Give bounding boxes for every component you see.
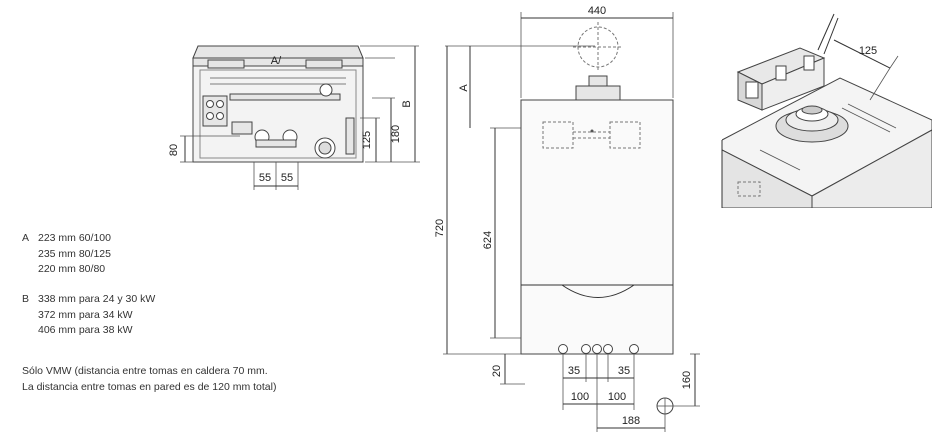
front-view [520, 22, 674, 415]
note-b: B 338 mm para 24 y 30 kW 372 mm para 34 k… [22, 292, 155, 339]
flue-collar [588, 75, 608, 87]
front-dimensions [443, 12, 700, 432]
dim-125-perspective-label: 125 [859, 45, 877, 57]
dim-a-label: A [458, 84, 470, 92]
underside-bracket-left [207, 59, 245, 69]
dim-160-label: 160 [681, 371, 693, 389]
connector-2 [581, 344, 591, 354]
dim-b-label: B [401, 100, 413, 107]
underside-control-block [202, 95, 228, 127]
note-a: A 223 mm 60/100 235 mm 80/125 220 mm 80/8… [22, 231, 111, 278]
note-a-key: A [22, 232, 30, 244]
connector-4 [603, 344, 613, 354]
underside-dimensions [180, 45, 420, 190]
dim-100-right-label: 100 [608, 391, 626, 403]
dim-720-label: 720 [434, 219, 446, 237]
note-b-line-2: 372 mm para 34 kW [38, 308, 133, 321]
note-a-line-3: 220 mm 80/80 [38, 263, 106, 275]
note-a-line-2: 235 mm 80/125 [38, 247, 111, 260]
dim-125-label: 125 [361, 131, 373, 149]
dim-100-left-label: 100 [571, 391, 589, 403]
note-vmw-line-2: La distancia entre tomas en pared es de … [22, 380, 277, 393]
dim-180-label: 180 [390, 125, 402, 143]
dim-55-left-label: 55 [259, 172, 271, 184]
dim-35-right-label: 35 [618, 365, 630, 377]
connector-3 [592, 344, 602, 354]
flue-adapter [575, 85, 621, 101]
connector-5 [629, 344, 639, 354]
underside-a-label: A/ [271, 55, 282, 67]
underside-gas-knob [319, 83, 333, 97]
control-panel-recess [561, 284, 635, 298]
note-b-line-1: 338 mm para 24 y 30 kW [38, 293, 156, 305]
connector-1 [558, 344, 568, 354]
underside-inner-frame [199, 69, 357, 159]
dim-188-label: 188 [622, 415, 640, 427]
dim-440-label: 440 [588, 5, 606, 17]
note-a-line-1: 223 mm 60/100 [38, 232, 111, 244]
note-vmw-line-1: Sólo VMW (distancia entre tomas en calde… [22, 365, 268, 377]
dim-80-label: 80 [168, 144, 180, 156]
bracket-left-hidden [542, 121, 574, 149]
note-b-line-3: 406 mm para 38 kW [38, 324, 133, 336]
note-b-key: B [22, 293, 30, 305]
underside-bracket-right [305, 59, 343, 69]
dim-55-right-label: 55 [281, 172, 293, 184]
note-vmw: Sólo VMW (distancia entre tomas en calde… [22, 364, 276, 395]
dim-624-label: 624 [482, 231, 494, 249]
dim-35-left-label: 35 [568, 365, 580, 377]
dim-20-label: 20 [491, 365, 503, 377]
perspective-view [721, 13, 932, 208]
underside-view [192, 45, 364, 163]
boiler-casing [520, 99, 674, 355]
bracket-right-hidden [609, 121, 641, 149]
